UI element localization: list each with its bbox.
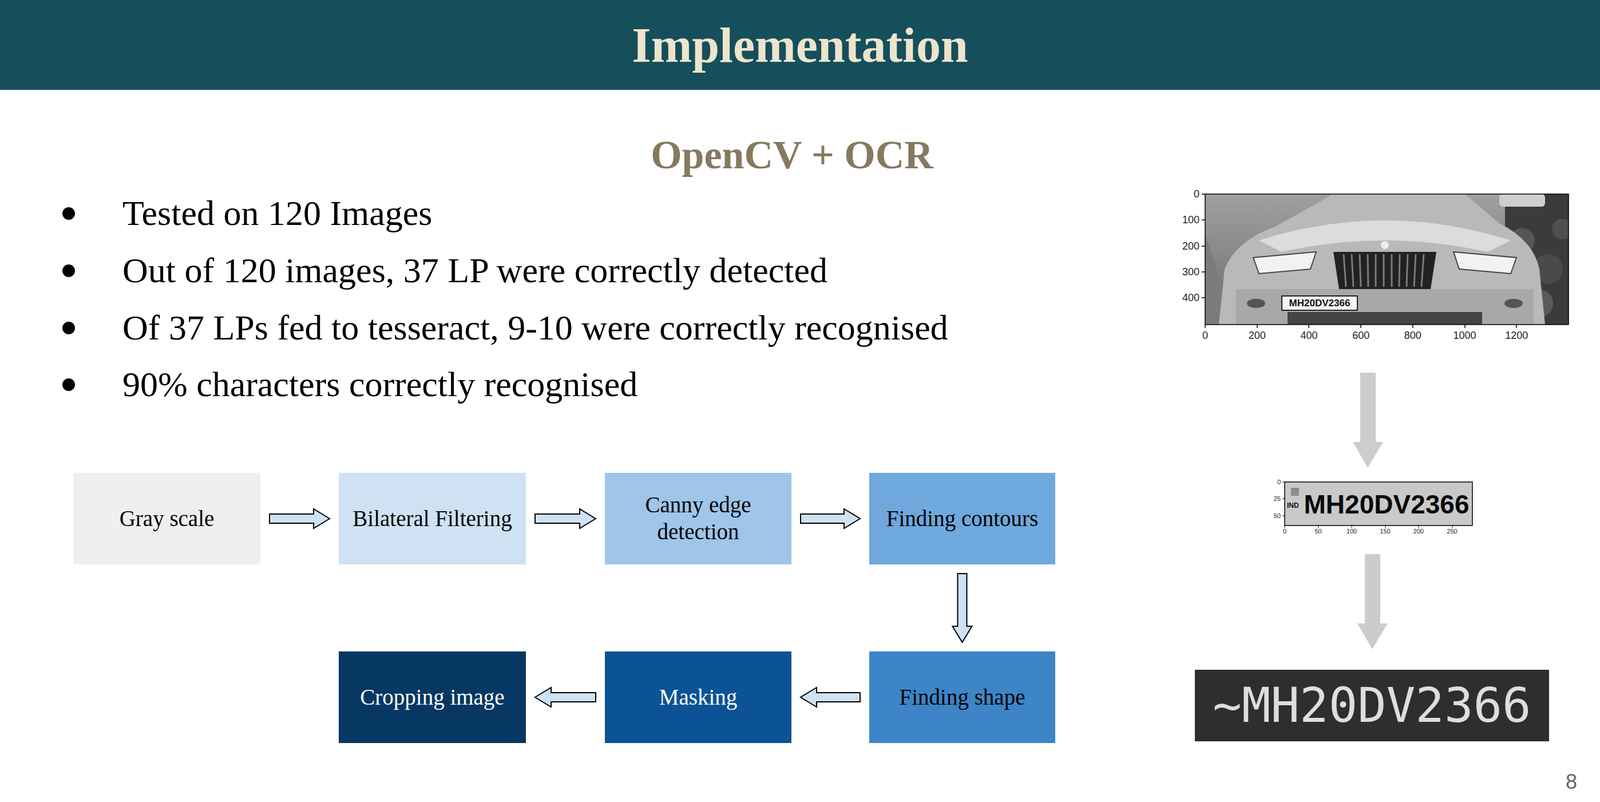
block-arrow [269,508,330,529]
plate-text: MH20DV2366 [1289,297,1351,310]
block-arrow [800,508,861,529]
grille-bars [1343,254,1424,287]
axis-tick-label: 100 [1346,527,1357,536]
axis-tick-label: 800 [1404,329,1422,342]
node-text: Finding contours [886,505,1039,533]
slide-title: Implementation [0,0,1600,90]
emblem [1380,240,1389,249]
photo-background [1205,193,1569,325]
axis-tick-label: 200 [1182,239,1200,252]
flow-arrow [1357,553,1388,649]
axis-tick-label: 100 [1182,214,1200,227]
fog-light [1504,298,1523,308]
block-arrow [535,508,596,529]
flow-arrow [1352,372,1384,468]
process-box: Finding shape [869,651,1056,743]
bullet-dot [62,264,75,277]
process-box: Gray scale [73,472,261,565]
axis-tick-label: 150 [1379,527,1390,536]
axis-tick-label: 600 [1352,329,1370,342]
plate-emblem [1290,487,1299,496]
hood-highlight [1258,220,1511,252]
car-body [1218,193,1546,325]
plate-country-code: IND [1286,501,1299,510]
process-box: Canny edge detection [604,472,792,565]
bullet-dot [62,207,75,220]
axis-tick-label: 0 [1202,329,1209,342]
node-text: Bilateral Filtering [352,505,512,533]
bullet-text: Tested on 120 Images [122,192,433,234]
axis-ticks [1201,193,1517,328]
axis-tick-label: 1000 [1453,329,1477,342]
axis-tick-label: 300 [1182,266,1200,279]
node-text: Gray scale [119,505,215,533]
process-box: Bilateral Filtering [338,472,526,565]
axis-tick-label: 250 [1446,527,1457,536]
headlight [1253,251,1317,274]
axis-tick-label: 50 [1273,511,1281,520]
axis-tick-label: 1200 [1505,329,1528,342]
process-box: Masking [604,651,792,743]
axis-tick-label: 400 [1300,329,1318,342]
axis-tick-label: 0 [1193,188,1200,201]
node-text: Masking [659,683,738,711]
tree-texture [1551,218,1569,240]
background-car [1499,193,1546,207]
axis-tick-label: 25 [1273,494,1281,503]
fog-light [1246,298,1266,308]
block-arrow [800,687,861,707]
bullet-text: 90% characters correctly recognised [122,363,638,405]
axis-tick-label: 400 [1182,291,1200,304]
bullet-dot [62,321,75,335]
page-number: 8 [1565,769,1578,794]
node-text: Finding shape [899,683,1026,711]
block-arrow [952,573,973,643]
subtitle: OpenCV + OCR [650,132,934,179]
node-text: Cropping image [359,683,505,711]
node-text: ~MH20DV2366 [1212,676,1531,735]
bullet-dot [62,378,75,391]
axis-tick-label: 0 [1282,527,1287,536]
grille [1333,251,1437,289]
bumper [1236,288,1534,325]
axis-tick-label: 200 [1248,329,1266,342]
axis-tick-label: 50 [1314,527,1322,536]
car-photo [1205,193,1569,325]
process-box: Cropping image [338,651,526,743]
plot-frame [1205,193,1569,325]
plate-text: MH20DV2366 [1304,489,1470,520]
axis-tick-label: 0 [1277,478,1281,486]
headlight [1453,251,1517,274]
process-box: Finding contours [869,472,1056,565]
node-text: Canny edge detection [614,491,783,546]
title-band: Implementation [0,0,1600,90]
license-plate [1281,295,1358,311]
cropped-plate [1284,481,1473,526]
air-intake [1287,311,1483,325]
block-arrow [535,687,596,707]
ocr-output-box: ~MH20DV2366 [1194,669,1550,742]
bullet-text: Out of 120 images, 37 LP were correctly … [122,250,828,291]
bullet-text: Of 37 LPs fed to tesseract, 9-10 were co… [122,307,949,348]
axis-tick-label: 200 [1413,527,1424,536]
